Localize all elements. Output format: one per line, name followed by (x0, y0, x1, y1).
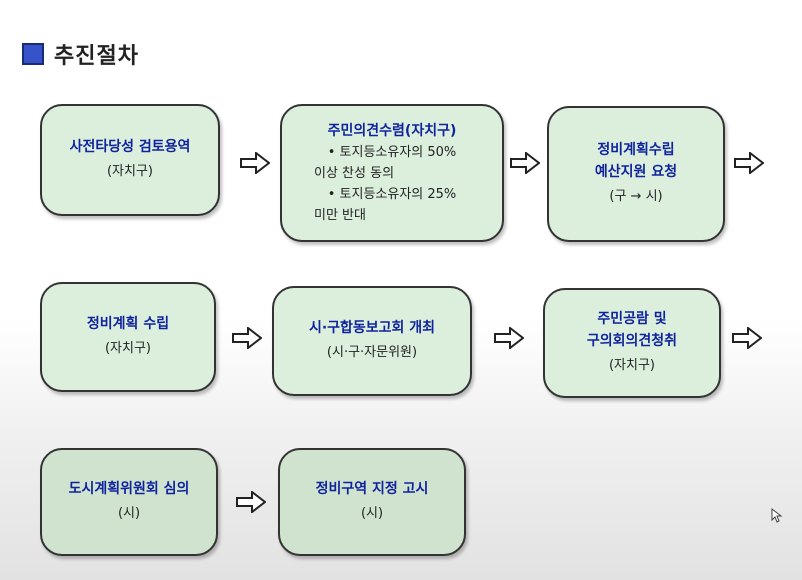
step-label: 주민공람 및 (597, 311, 667, 327)
step-label: 시·구합동보고회 개최 (308, 320, 436, 336)
bullet-consent: • 토지등소유자의 50% (327, 145, 457, 160)
step-label: 정비구역 지정 고시 (315, 481, 429, 497)
bullet-oppose-cont: 미만 반대 (314, 208, 366, 223)
arrow-right-icon (240, 152, 270, 174)
mouse-cursor-icon (771, 508, 783, 523)
step-public-review: 주민공람 및 구의회의견청취 (자치구) (543, 288, 721, 398)
step-resident-opinion: 주민의견수렴(자치구) • 토지등소유자의 50% 이상 찬성 동의 • 토지등… (280, 104, 504, 242)
step-feasibility-study: 사전타당성 검토용역 (자치구) (40, 104, 220, 216)
section-title: 추진절차 (22, 38, 139, 70)
step-label-2: 예산지원 요청 (594, 164, 678, 180)
step-joint-briefing: 시·구합동보고회 개최 (시·구·자문위원) (272, 286, 472, 396)
arrow-right-icon (510, 152, 540, 174)
step-actor: (자치구) (104, 341, 152, 356)
step-zone-designation-notice: 정비구역 지정 고시 (시) (278, 448, 466, 556)
step-actor: (자치구) (106, 164, 154, 179)
bullet-oppose: • 토지등소유자의 25% (327, 187, 457, 202)
step-urban-planning-review: 도시계획위원회 심의 (시) (40, 448, 218, 556)
step-label: 정비계획수립 (597, 142, 675, 158)
step-maintenance-plan: 정비계획 수립 (자치구) (40, 282, 216, 392)
step-actor: (시) (360, 506, 384, 521)
bullet-consent-cont: 이상 찬성 동의 (314, 166, 395, 181)
step-label: 사전타당성 검토용역 (69, 139, 191, 155)
step-plan-budget-request: 정비계획수립 예산지원 요청 (구 → 시) (547, 106, 725, 242)
step-actor: (구 → 시) (609, 189, 663, 204)
title-text: 추진절차 (54, 44, 139, 69)
step-label: 도시계획위원회 심의 (68, 481, 190, 497)
step-label: 정비계획 수립 (86, 316, 170, 332)
step-actor: (자치구) (608, 358, 656, 373)
arrow-right-icon (494, 327, 524, 349)
step-label: 주민의견수렴(자치구) (327, 123, 457, 139)
step-actor: (시·구·자문위원) (326, 345, 418, 360)
step-actor: (시) (117, 506, 141, 521)
arrow-right-icon (734, 152, 764, 174)
square-bullet-icon (22, 43, 44, 65)
arrow-right-icon (732, 327, 762, 349)
step-label-2: 구의회의견청취 (586, 333, 678, 349)
arrow-right-icon (232, 327, 262, 349)
arrow-right-icon (236, 491, 266, 513)
